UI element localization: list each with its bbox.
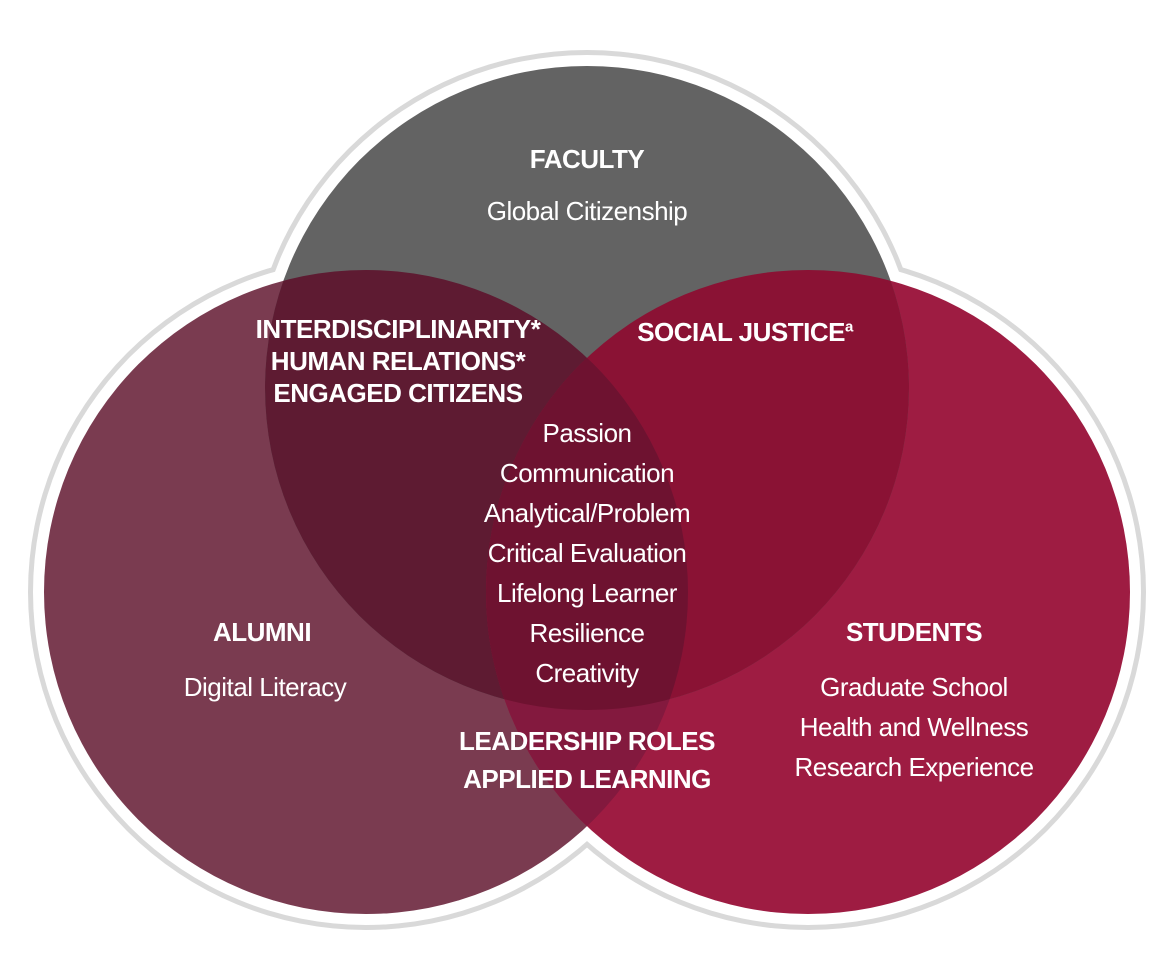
center-item: Lifelong Learner bbox=[497, 578, 677, 608]
faculty-alumni-items: INTERDISCIPLINARITY*HUMAN RELATIONS*ENGA… bbox=[256, 313, 541, 409]
alumni-title: ALUMNI bbox=[212, 617, 312, 647]
social-justice-text: SOCIAL JUSTICE bbox=[637, 317, 845, 347]
students-item: Graduate School bbox=[820, 672, 1008, 702]
center-item: Passion bbox=[542, 418, 633, 448]
alumni-students-items: LEADERSHIP ROLES APPLIED LEARNING bbox=[459, 722, 715, 798]
alumni-items: Digital Literacy bbox=[184, 667, 347, 707]
students-title: STUDENTS bbox=[845, 617, 983, 647]
alumni-students-item: LEADERSHIP ROLES bbox=[459, 726, 715, 756]
center-item: Communication bbox=[499, 458, 675, 488]
faculty-alumni-item: INTERDISCIPLINARITY* bbox=[255, 314, 541, 344]
students-item: Research Experience bbox=[794, 752, 1034, 782]
faculty-item: Global Citizenship bbox=[486, 196, 688, 226]
faculty-items: Global Citizenship bbox=[487, 191, 688, 231]
center-item: Analytical/Problem bbox=[483, 498, 691, 528]
social-justice-superscript: a bbox=[844, 318, 853, 336]
faculty-alumni-item: ENGAGED CITIZENS bbox=[273, 378, 523, 408]
students-item: Health and Wellness bbox=[799, 712, 1029, 742]
faculty-title: FACULTY bbox=[529, 144, 645, 174]
center-item: Critical Evaluation bbox=[487, 538, 687, 568]
alumni-item: Digital Literacy bbox=[183, 672, 347, 702]
center-item: Resilience bbox=[529, 618, 645, 648]
alumni-students-item: APPLIED LEARNING bbox=[463, 764, 711, 794]
center-item: Creativity bbox=[535, 658, 639, 688]
faculty-alumni-item: HUMAN RELATIONS* bbox=[270, 346, 526, 376]
faculty-students-label: SOCIAL JUSTICEa bbox=[637, 316, 853, 348]
